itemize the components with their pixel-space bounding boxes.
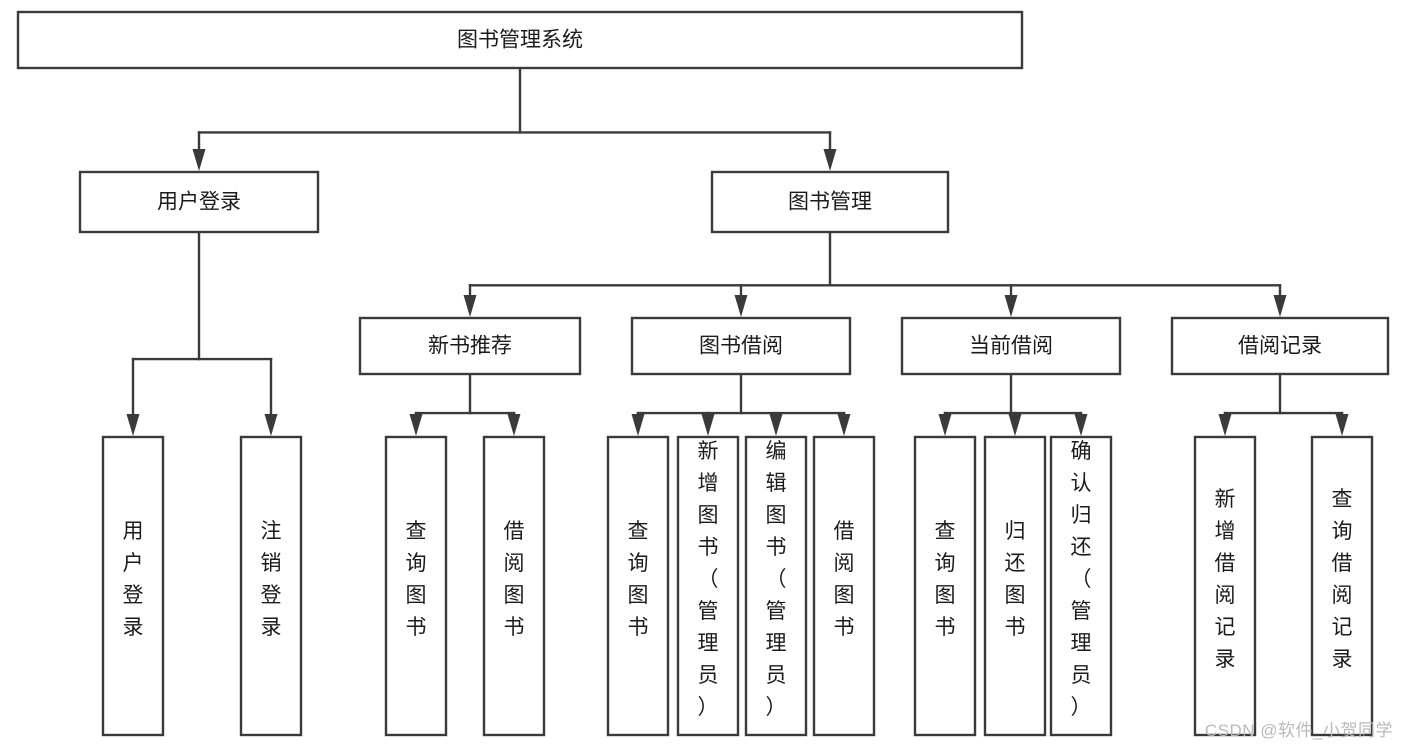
arrow-head-icon bbox=[769, 414, 783, 436]
node-label: 借阅记录 bbox=[1238, 335, 1322, 358]
arrow-head-icon bbox=[264, 414, 278, 436]
connector-group bbox=[938, 372, 1088, 436]
diagram-node-leaf3[interactable]: 查询图书 bbox=[384, 435, 448, 737]
node-label: 查询图书 bbox=[406, 520, 427, 639]
diagram-node-leaf1[interactable]: 用户登录 bbox=[101, 435, 165, 737]
diagram-node-leaf5[interactable]: 查询图书 bbox=[606, 435, 670, 737]
node-label: 查询图书 bbox=[628, 520, 649, 639]
node-box[interactable] bbox=[983, 435, 1047, 737]
arrow-head-icon bbox=[1074, 414, 1088, 436]
connector-group bbox=[409, 372, 521, 436]
node-label: 图书管理 bbox=[788, 191, 872, 214]
diagram-node-record[interactable]: 借阅记录 bbox=[1170, 316, 1390, 376]
node-label: 注销登录 bbox=[261, 520, 282, 639]
arrow-head-icon bbox=[938, 414, 952, 436]
node-label: 用户登录 bbox=[123, 520, 144, 639]
node-box[interactable] bbox=[358, 316, 582, 376]
node-box[interactable] bbox=[78, 170, 320, 234]
node-label: 确认归还（管理员） bbox=[1071, 440, 1092, 719]
node-label: 新增借阅记录 bbox=[1215, 488, 1236, 671]
diagram-node-root[interactable]: 图书管理系统 bbox=[16, 10, 1024, 70]
node-box[interactable] bbox=[744, 435, 808, 737]
arrow-head-icon bbox=[126, 414, 140, 436]
arrow-head-icon bbox=[507, 414, 521, 436]
node-label: 当前借阅 bbox=[969, 335, 1053, 358]
node-box[interactable] bbox=[239, 435, 303, 737]
diagram-node-current[interactable]: 当前借阅 bbox=[900, 316, 1122, 376]
diagram-node-leaf6[interactable]: 新增图书（管理员） bbox=[676, 435, 740, 737]
arrow-head-icon bbox=[734, 295, 748, 317]
diagram-node-leaf9[interactable]: 查询图书 bbox=[913, 435, 977, 737]
node-label: 归还图书 bbox=[1005, 520, 1026, 639]
node-box[interactable] bbox=[101, 435, 165, 737]
diagram-node-leaf13[interactable]: 查询借阅记录 bbox=[1310, 435, 1374, 737]
diagram-node-leaf2[interactable]: 注销登录 bbox=[239, 435, 303, 737]
node-label: 编辑图书（管理员） bbox=[766, 440, 787, 719]
diagram-node-leaf11[interactable]: 确认归还（管理员） bbox=[1049, 435, 1113, 737]
node-label: 图书借阅 bbox=[699, 335, 783, 358]
arrow-head-icon bbox=[1008, 414, 1022, 436]
connector-group bbox=[1218, 372, 1349, 436]
node-label: 查询借阅记录 bbox=[1332, 488, 1353, 671]
node-label: 查询图书 bbox=[935, 520, 956, 639]
arrow-head-icon bbox=[1273, 295, 1287, 317]
arrow-head-icon bbox=[192, 149, 206, 171]
node-box[interactable] bbox=[630, 316, 852, 376]
node-box[interactable] bbox=[812, 435, 876, 737]
arrow-head-icon bbox=[701, 414, 715, 436]
arrow-head-icon bbox=[409, 414, 423, 436]
node-box[interactable] bbox=[1310, 435, 1374, 737]
arrow-head-icon bbox=[1004, 295, 1018, 317]
arrow-head-icon bbox=[1218, 414, 1232, 436]
connector-layer bbox=[126, 66, 1349, 436]
arrow-head-icon bbox=[631, 414, 645, 436]
node-layer: 图书管理系统用户登录图书管理新书推荐图书借阅当前借阅借阅记录用户登录注销登录查询… bbox=[16, 10, 1390, 737]
node-box[interactable] bbox=[384, 435, 448, 737]
node-label: 借阅图书 bbox=[834, 520, 855, 639]
diagram-node-leaf4[interactable]: 借阅图书 bbox=[482, 435, 546, 737]
node-label: 借阅图书 bbox=[504, 520, 525, 639]
diagram-node-leaf8[interactable]: 借阅图书 bbox=[812, 435, 876, 737]
node-box[interactable] bbox=[676, 435, 740, 737]
connector-group bbox=[126, 230, 278, 436]
arrow-head-icon bbox=[463, 295, 477, 317]
diagram-node-leaf12[interactable]: 新增借阅记录 bbox=[1193, 435, 1257, 737]
node-box[interactable] bbox=[606, 435, 670, 737]
node-label: 新增图书（管理员） bbox=[698, 440, 719, 719]
diagram-node-leaf10[interactable]: 归还图书 bbox=[983, 435, 1047, 737]
diagram-node-bookmgmt[interactable]: 图书管理 bbox=[710, 170, 950, 234]
node-box[interactable] bbox=[913, 435, 977, 737]
node-box[interactable] bbox=[1170, 316, 1390, 376]
diagram-node-borrow[interactable]: 图书借阅 bbox=[630, 316, 852, 376]
node-box[interactable] bbox=[482, 435, 546, 737]
arrow-head-icon bbox=[823, 149, 837, 171]
node-label: 图书管理系统 bbox=[457, 29, 583, 52]
connector-group bbox=[631, 372, 851, 436]
node-box[interactable] bbox=[900, 316, 1122, 376]
node-box[interactable] bbox=[710, 170, 950, 234]
diagram-node-leaf7[interactable]: 编辑图书（管理员） bbox=[744, 435, 808, 737]
arrow-head-icon bbox=[837, 414, 851, 436]
diagram-node-newbook[interactable]: 新书推荐 bbox=[358, 316, 582, 376]
connector-group bbox=[463, 230, 1287, 317]
connector-group bbox=[192, 66, 837, 171]
node-box[interactable] bbox=[1193, 435, 1257, 737]
node-box[interactable] bbox=[1049, 435, 1113, 737]
node-label: 新书推荐 bbox=[428, 335, 512, 358]
diagram-node-login[interactable]: 用户登录 bbox=[78, 170, 320, 234]
node-label: 用户登录 bbox=[157, 191, 241, 214]
node-box[interactable] bbox=[16, 10, 1024, 70]
arrow-head-icon bbox=[1335, 414, 1349, 436]
